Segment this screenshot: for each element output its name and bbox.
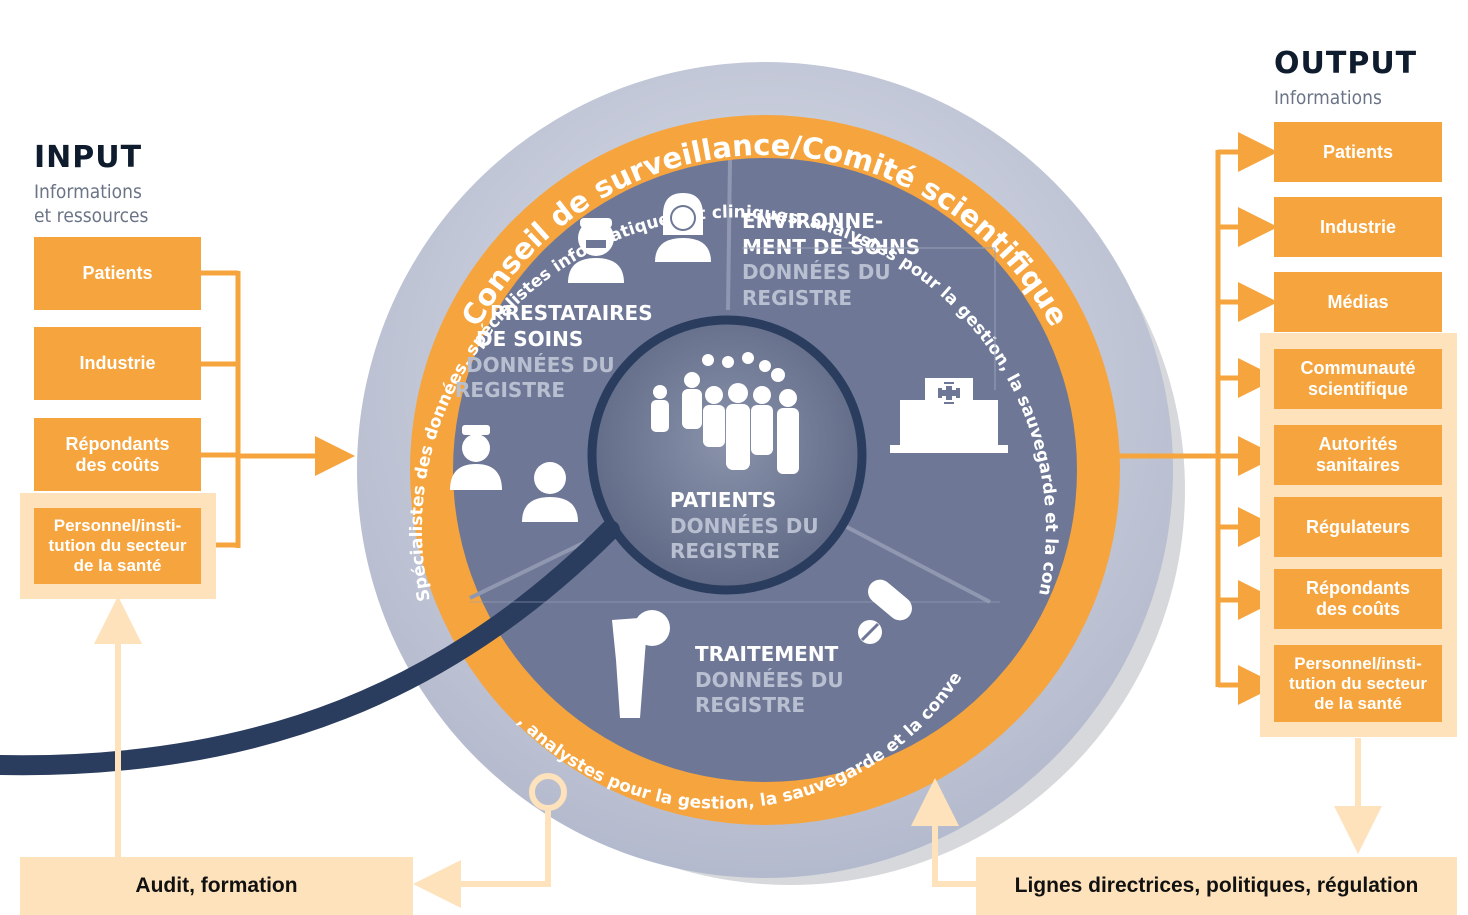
prestataires-title-2: DE SOINS: [476, 327, 583, 351]
input-connectors: [200, 270, 355, 548]
prestataires-sub-2: REGISTRE: [455, 378, 565, 402]
patients-title: PATIENTS: [670, 488, 776, 512]
navy-curve: [0, 520, 620, 776]
bottom-box-guidelines: Lignes directrices, politiques, régulati…: [976, 857, 1457, 915]
input-box-patients: Patients: [34, 237, 201, 310]
environnement-sub-1: DONNÉES DU: [742, 260, 891, 284]
input-box-personnel: Personnel/insti- tution du secteur de la…: [34, 508, 201, 584]
output-subtitle: Informations: [1274, 87, 1382, 109]
pill-icon: [858, 579, 912, 644]
traitement-sub-1: DONNÉES DU: [695, 668, 844, 692]
female-doctor-icon: [655, 193, 711, 262]
output-box-autorites: Autorités sanitaires: [1274, 425, 1442, 485]
input-box-industrie: Industrie: [34, 327, 201, 400]
feedback-connectors: [94, 596, 1382, 908]
output-box-repondants: Répondants des coûts: [1274, 569, 1442, 629]
hospital-icon: [890, 378, 1008, 453]
traitement-title: TRAITEMENT: [695, 642, 839, 666]
patients-sub-1: DONNÉES DU: [670, 514, 819, 538]
input-subtitle: Informations et ressources: [34, 181, 149, 227]
prestataires-sub-1: DONNÉES DU: [466, 353, 615, 377]
traitement-sub-2: REGISTRE: [695, 693, 805, 717]
surgeon-icon: [568, 218, 624, 283]
output-box-personnel: Personnel/insti- tution du secteur de la…: [1274, 645, 1442, 722]
output-box-regulateurs: Régulateurs: [1274, 497, 1442, 557]
output-box-industrie: Industrie: [1274, 197, 1442, 257]
prestataires-title-1: PRESTATAIRES: [490, 301, 653, 325]
input-box-repondants: Répondants des coûts: [34, 418, 201, 491]
input-title: INPUT: [34, 140, 143, 175]
output-box-patients: Patients: [1274, 122, 1442, 182]
male-doctor-icon: [522, 462, 578, 522]
output-box-medias: Médias: [1274, 272, 1442, 332]
output-title: OUTPUT: [1274, 46, 1418, 81]
hip-implant-icon: [612, 610, 670, 718]
output-box-communaute: Communauté scientifique: [1274, 349, 1442, 409]
patients-crowd-icon: [651, 352, 799, 474]
divider-right: [842, 523, 991, 604]
environnement-title-1: ENVIRONNE-: [742, 209, 883, 233]
feedback-ring-icon: [529, 773, 567, 811]
divider-top: [726, 159, 732, 311]
nurse-icon: [450, 425, 502, 490]
output-connectors: [1108, 132, 1278, 705]
bottom-box-audit: Audit, formation: [20, 857, 413, 915]
environnement-title-2: MENT DE SOINS: [742, 235, 920, 259]
environnement-sub-2: REGISTRE: [742, 286, 852, 310]
patients-sub-2: REGISTRE: [670, 539, 780, 563]
